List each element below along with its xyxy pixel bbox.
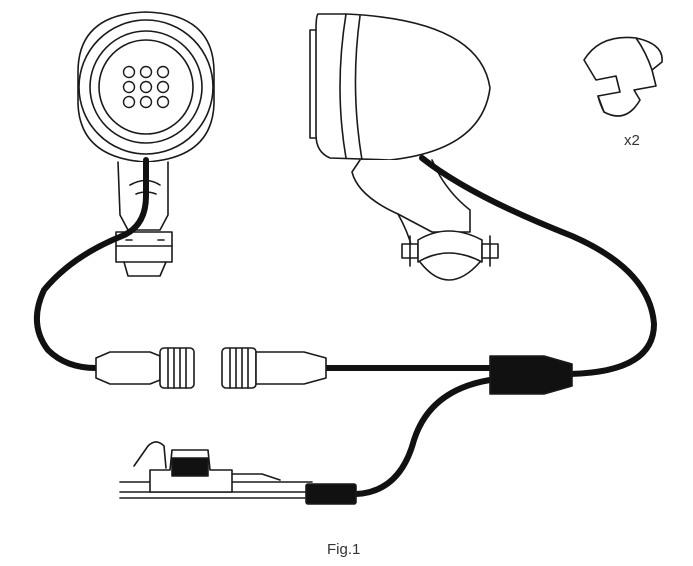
right-plug [221,347,327,389]
junction-block [489,355,573,395]
left-plug [95,347,195,389]
side-speaker [309,13,499,281]
inline-connector [305,483,357,505]
front-speaker [77,11,215,277]
speaker-grille-icon [122,65,170,109]
fuse-holder [119,441,313,499]
clamp-quantity-label: x2 [624,132,640,149]
figure-caption: Fig.1 [327,541,361,558]
cables [33,155,657,497]
clamp-parts [583,36,663,117]
